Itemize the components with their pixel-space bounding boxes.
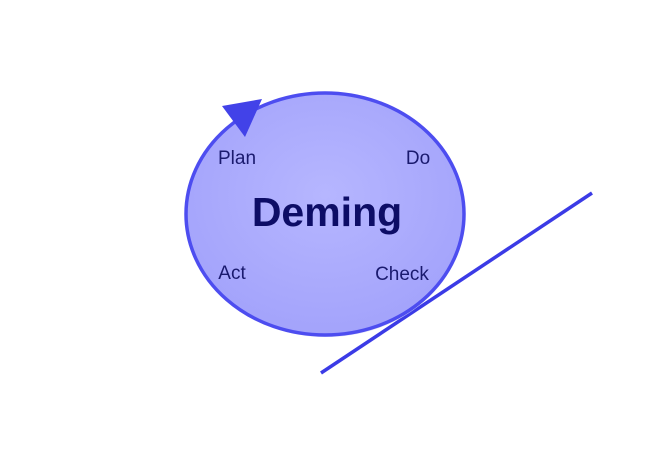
center-label: Deming — [252, 189, 402, 235]
step-label-check: Check — [375, 264, 429, 285]
deming-wheel — [184, 91, 466, 337]
step-label-do: Do — [406, 148, 430, 169]
incline-line — [320, 191, 593, 375]
step-label-act: Act — [218, 263, 246, 284]
step-label-plan: Plan — [218, 148, 256, 169]
rotation-arrowhead — [222, 99, 262, 137]
